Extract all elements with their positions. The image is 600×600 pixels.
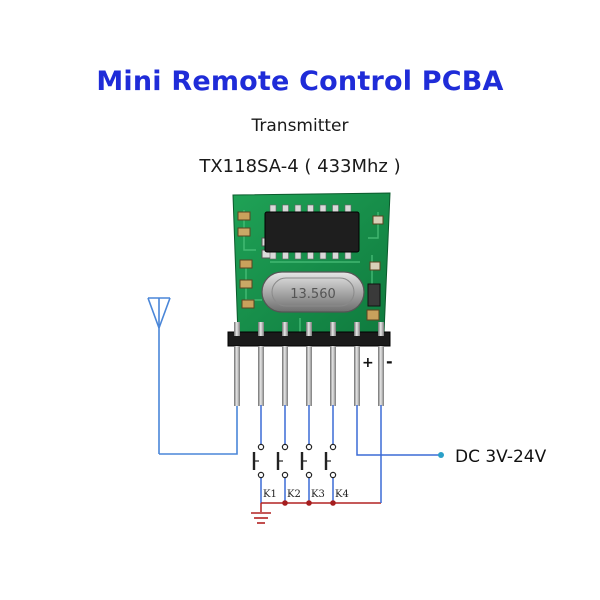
antenna-icon (147, 297, 171, 454)
pcb-board: 13.560 (227, 192, 391, 347)
power-label: DC 3V-24V (455, 447, 547, 467)
header-pins (234, 322, 384, 406)
diagram-subtitle: Transmitter (251, 116, 349, 136)
header-pin (330, 346, 336, 406)
header-pin-top (234, 322, 240, 336)
key-label-k4: K4 (335, 489, 349, 500)
power-terminal (438, 452, 444, 458)
header-pin-top (354, 322, 360, 336)
header-pin (282, 346, 288, 406)
header-pin-top (282, 322, 288, 336)
ground-icon (251, 512, 271, 524)
push-switch-k3 (300, 443, 313, 479)
junction-dots (282, 500, 336, 506)
crystal-label: 13.560 (290, 287, 336, 302)
header-pin-top (330, 322, 336, 336)
minus-label: - (386, 352, 393, 371)
header-pin (354, 346, 360, 406)
push-switch-k1 (252, 443, 265, 479)
antenna-wire (159, 405, 238, 455)
key-label-k3: K3 (311, 489, 325, 500)
plus-label: + (362, 355, 374, 371)
push-switch-k2 (276, 443, 289, 479)
header-pin-top (258, 322, 264, 336)
key-label-k1: K1 (263, 489, 277, 500)
diagram-title: Mini Remote Control PCBA (96, 66, 504, 97)
ic-chip-icon (264, 204, 360, 260)
header-pin (378, 346, 384, 406)
header-pin-top (378, 322, 384, 336)
header-pin (258, 346, 264, 406)
header-pin (306, 346, 312, 406)
header-pin (234, 346, 240, 406)
header-pin-top (306, 322, 312, 336)
circuit-wiring (260, 405, 440, 512)
crystal-icon: 13.560 (261, 271, 365, 313)
push-switch-k4 (324, 443, 337, 479)
key-label-k2: K2 (287, 489, 301, 500)
model-label: TX118SA-4 ( 433Mhz ) (199, 156, 401, 177)
